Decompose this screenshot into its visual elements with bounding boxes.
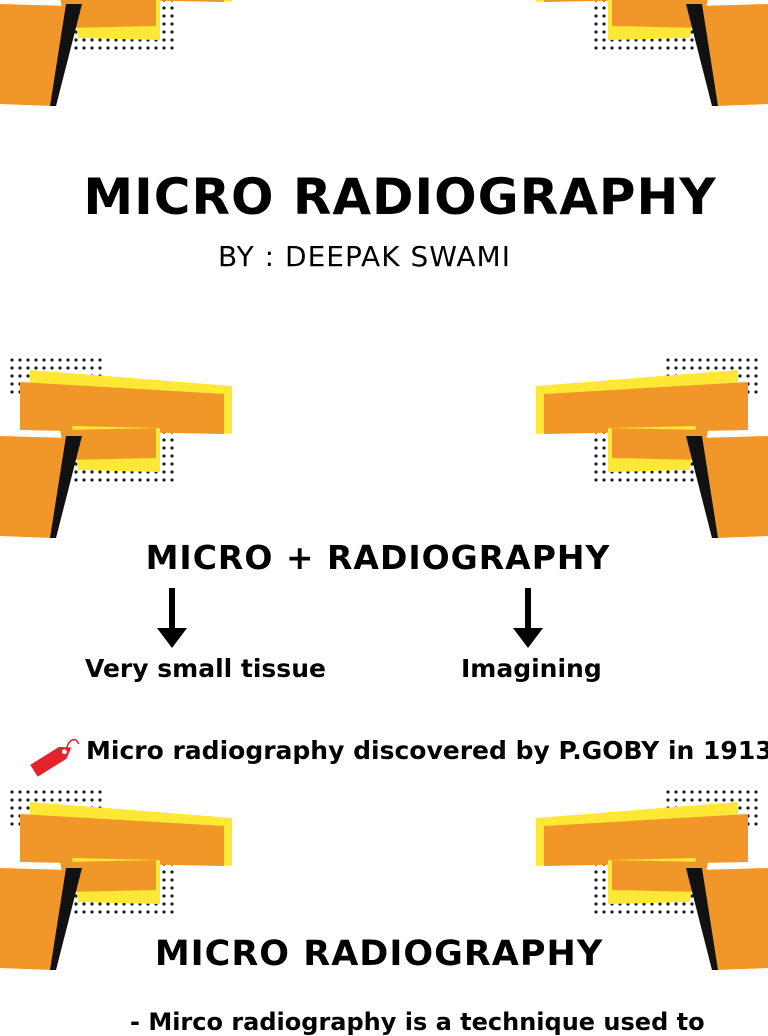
price-tag-icon	[30, 738, 80, 777]
lower-right-decoration	[536, 788, 768, 970]
slide3-title: MICRO RADIOGRAPHY	[154, 934, 604, 974]
definition-text: - Mirco radiography is a technique used …	[130, 1008, 705, 1036]
formula-heading: MICRO + RADIOGRAPHY	[145, 538, 611, 577]
slide1-byline: BY : DEEPAK SWAMI	[218, 240, 511, 273]
discovery-note: Micro radiography discovered by P.GOBY i…	[86, 736, 768, 765]
arrow-down-icon	[157, 588, 187, 648]
top-right-decoration	[536, 0, 768, 106]
arrow-down-icon	[513, 588, 543, 648]
micro-meaning-label: Very small tissue	[85, 654, 326, 683]
slide1-title: MICRO RADIOGRAPHY	[83, 168, 717, 226]
radiography-meaning-label: Imagining	[461, 654, 602, 683]
